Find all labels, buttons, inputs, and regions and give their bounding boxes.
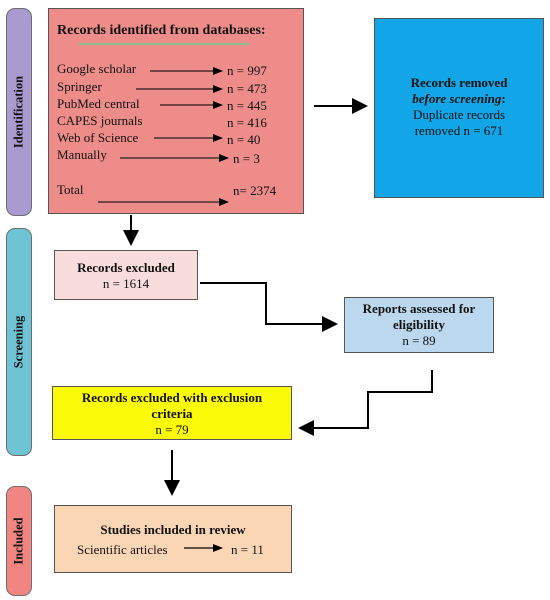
source-count: n = 445 xyxy=(227,98,267,113)
studies-included-box: Studies included in review Scientific ar… xyxy=(54,505,292,573)
studies-included-count: n = 11 xyxy=(231,542,264,557)
reports-assessed-title-2: eligibility xyxy=(393,317,445,332)
title-underline xyxy=(79,43,249,45)
excluded-criteria-box: Records excluded with exclusion criteria… xyxy=(52,386,292,440)
records-excluded-box: Records excluded n = 1614 xyxy=(54,250,198,300)
records-excluded-title: Records excluded xyxy=(77,260,175,275)
reports-assessed-count: n = 89 xyxy=(402,333,436,348)
records-excluded-count: n = 1614 xyxy=(102,276,150,291)
source-count: n = 3 xyxy=(233,151,260,166)
arrow-to-assessed xyxy=(200,282,338,332)
source-name: Manually xyxy=(57,147,107,162)
source-count: n = 40 xyxy=(227,132,261,147)
source-count: n = 997 xyxy=(227,63,267,78)
arrow-to-criteria xyxy=(298,370,433,436)
total-label: Total xyxy=(57,182,84,197)
source-count: n = 473 xyxy=(227,81,267,96)
source-name: Google scholar xyxy=(57,61,137,76)
records-removed-line1: Duplicate records xyxy=(412,107,506,122)
excluded-criteria-title-2: criteria xyxy=(151,406,193,421)
phase-included: Included xyxy=(6,486,32,596)
records-removed-line2: removed n = 671 xyxy=(414,123,504,138)
excluded-criteria-title-1: Records excluded with exclusion xyxy=(81,390,263,405)
studies-included-label: Scientific articles xyxy=(77,542,168,557)
records-removed-colon: : xyxy=(501,91,506,106)
total-count: n= 2374 xyxy=(233,183,277,198)
phase-identification: Identification xyxy=(6,8,32,216)
source-count: n = 416 xyxy=(227,115,267,130)
source-name: CAPES journals xyxy=(57,113,143,128)
records-identified-box: Records identified from databases: Googl… xyxy=(48,8,304,214)
records-removed-box: Records removed before screening: Duplic… xyxy=(374,18,544,198)
source-name: Web of Science xyxy=(57,130,139,145)
reports-assessed-box: Reports assessed for eligibility n = 89 xyxy=(344,297,494,353)
phase-screening: Screening xyxy=(6,228,32,456)
records-removed-subtitle: before screening xyxy=(412,91,502,106)
source-name: PubMed central xyxy=(57,96,140,111)
source-name: Springer xyxy=(57,79,102,94)
records-identified-title: Records identified from databases: xyxy=(57,23,266,38)
excluded-criteria-count: n = 79 xyxy=(155,422,189,437)
records-removed-title: Records removed xyxy=(410,75,508,90)
studies-included-title: Studies included in review xyxy=(100,522,246,537)
reports-assessed-title-1: Reports assessed for xyxy=(362,301,476,316)
